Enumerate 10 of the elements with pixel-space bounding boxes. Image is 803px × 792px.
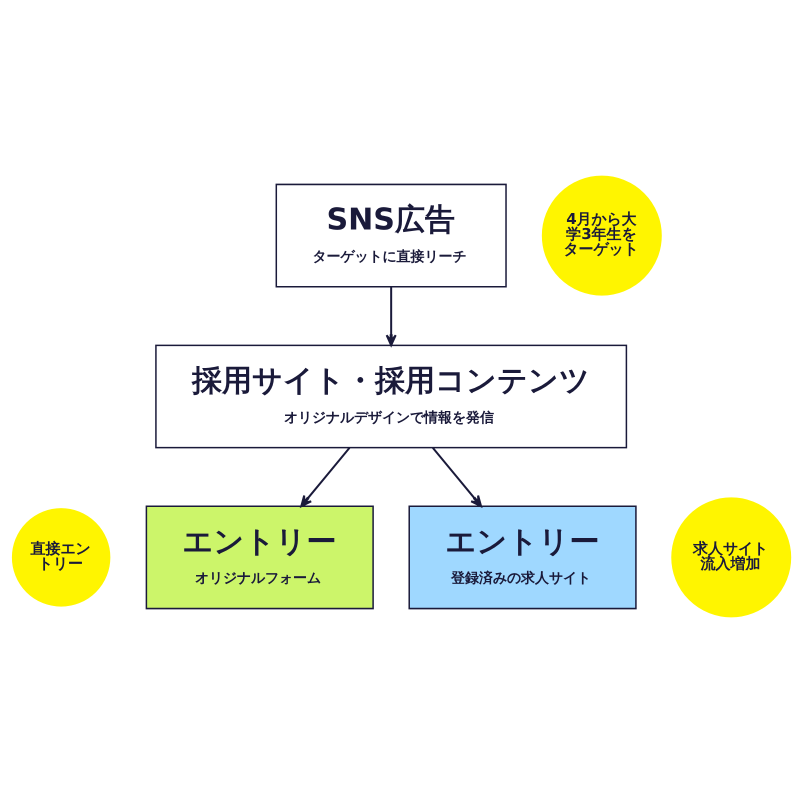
node-box: エントリー オリジナルフォーム bbox=[146, 504, 374, 609]
node-box: 採用サイト・採用コンテンツ オリジナルデザインで情報を発信 bbox=[155, 344, 628, 448]
node-circle: 求人サイト流入増加 bbox=[671, 496, 792, 617]
arrow bbox=[300, 446, 350, 507]
arrow bbox=[432, 446, 482, 507]
node-box: SNS広告 ターゲットに直接リーチ bbox=[276, 183, 507, 288]
arrow bbox=[386, 286, 397, 346]
node-box: エントリー 登録済みの求人サイト bbox=[408, 504, 637, 609]
node-circle: 4月から大学3年生をターゲット bbox=[542, 175, 662, 296]
node-circle: 直接エントリー bbox=[12, 508, 110, 606]
